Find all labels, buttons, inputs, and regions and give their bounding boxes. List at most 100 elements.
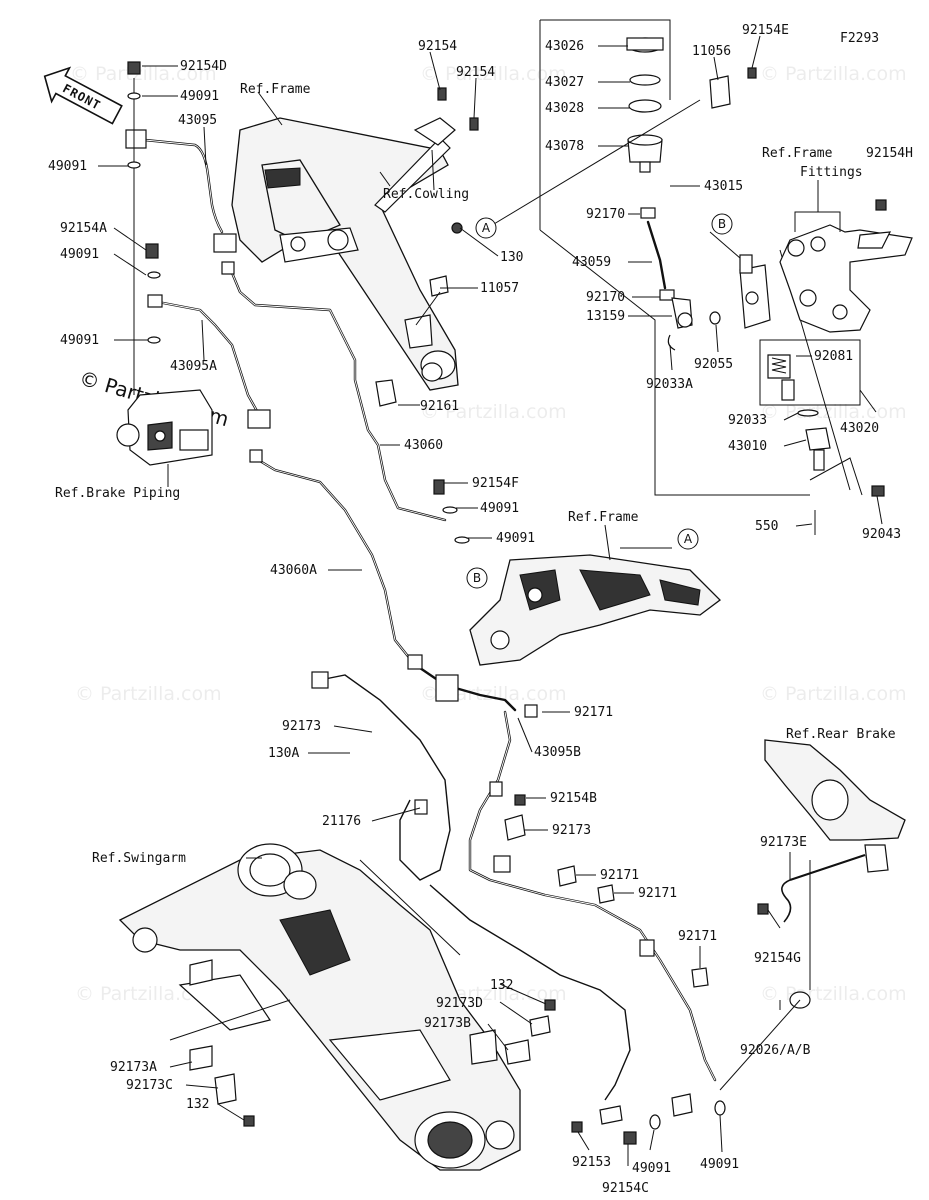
upper-bolts xyxy=(375,87,479,544)
part-label: 49091 xyxy=(632,1161,671,1176)
ref-frame-top: Ref.Frame xyxy=(240,82,311,97)
watermark: © Partzilla.com xyxy=(760,63,907,85)
part-label: 49091 xyxy=(60,247,99,262)
watermark: © Partzilla.com xyxy=(75,683,222,705)
part-label: 92154G xyxy=(754,951,801,966)
part-label: 92173C xyxy=(126,1078,173,1093)
callout-a-mid: A xyxy=(677,528,699,550)
part-label: 92154F xyxy=(472,476,519,491)
part-label: 92173D xyxy=(436,996,483,1011)
master-cylinder-group xyxy=(539,19,885,535)
part-label: 92173B xyxy=(424,1016,471,1031)
watermarks: © Partzilla.com © Partzilla.com © Partzi… xyxy=(70,63,907,1005)
watermark: © Partzilla.com xyxy=(70,63,217,85)
part-label: 92170 xyxy=(586,290,625,305)
part-label: 92154 xyxy=(456,65,495,80)
watermark: © Partzilla.com xyxy=(760,983,907,1005)
callout-b-top: B xyxy=(711,213,733,235)
part-label: 49091 xyxy=(48,159,87,174)
part-label: 92161 xyxy=(420,399,459,414)
part-label: 43026 xyxy=(545,39,584,54)
sensor-connector xyxy=(311,671,329,689)
part-label: 92154D xyxy=(180,59,227,74)
part-label: 43060A xyxy=(270,563,317,578)
svg-text:B: B xyxy=(473,571,481,585)
leader-lines xyxy=(98,35,883,1166)
part-label: 92026/A/B xyxy=(740,1043,811,1058)
rear-brake xyxy=(757,739,906,1009)
ref-frame-mid: Ref.Frame xyxy=(568,510,639,525)
frame-fittings xyxy=(779,180,913,333)
ref-frame-fittings-2: Fittings xyxy=(800,165,863,180)
part-label: 92170 xyxy=(586,207,625,222)
part-label: 43010 xyxy=(728,439,767,454)
part-label: 43059 xyxy=(572,255,611,270)
part-label: 92173E xyxy=(760,835,807,850)
part-label: 49091 xyxy=(480,501,519,516)
svg-text:A: A xyxy=(684,532,693,546)
part-label: 92154E xyxy=(742,23,789,38)
ref-swingarm: Ref.Swingarm xyxy=(92,851,186,866)
part-label: 49091 xyxy=(700,1157,739,1172)
part-label: 92173A xyxy=(110,1060,157,1075)
ref-brake-piping: Ref.Brake Piping xyxy=(55,486,180,501)
part-label: 92153 xyxy=(572,1155,611,1170)
lower-right-parts xyxy=(504,794,801,1145)
part-labels: 92154D 49091 43095 49091 92154A 49091 49… xyxy=(48,23,913,1196)
part-label: 43015 xyxy=(704,179,743,194)
ref-cowling: Ref.Cowling xyxy=(383,187,469,202)
part-label: 92154B xyxy=(550,791,597,806)
part-label: 550 xyxy=(755,519,778,534)
part-label: 43095B xyxy=(534,745,581,760)
watermark: © Partzilla.com xyxy=(760,683,907,705)
swingarm xyxy=(118,843,556,1171)
part-label: 130 xyxy=(500,250,523,265)
part-label: 92154 xyxy=(418,39,457,54)
callout-a-top: A xyxy=(475,217,497,239)
part-label: 49091 xyxy=(496,531,535,546)
part-label: 11056 xyxy=(692,44,731,59)
hose-fittings xyxy=(125,129,655,957)
part-label: 43078 xyxy=(545,139,584,154)
part-label: 92154C xyxy=(602,1181,649,1196)
part-label: 92081 xyxy=(814,349,853,364)
part-label: 43095A xyxy=(170,359,217,374)
front-arrow-icon: FRONT xyxy=(43,66,123,125)
callout-b-mid: B xyxy=(466,567,488,589)
part-label: 92171 xyxy=(574,705,613,720)
ref-rear-brake: Ref.Rear Brake xyxy=(786,727,896,742)
watermark: © Partzilla.com xyxy=(760,401,907,423)
part-label: 92043 xyxy=(862,527,901,542)
part-label: 43060 xyxy=(404,438,443,453)
part-label: 43028 xyxy=(545,101,584,116)
left-banjo-stack xyxy=(127,61,163,395)
part-label: 92171 xyxy=(678,929,717,944)
watermark: © Partzilla.com xyxy=(420,63,567,85)
part-label: 132 xyxy=(490,978,513,993)
part-label: 92154H xyxy=(866,146,913,161)
part-label: 92173 xyxy=(282,719,321,734)
part-label: 92033A xyxy=(646,377,693,392)
speed-sensor-wire xyxy=(319,674,631,1101)
svg-text:B: B xyxy=(718,217,726,231)
part-label: 92171 xyxy=(638,886,677,901)
part-label: 21176 xyxy=(322,814,361,829)
frame-mid xyxy=(469,554,721,666)
part-label: 92173 xyxy=(552,823,591,838)
part-label: 92033 xyxy=(728,413,767,428)
part-label: 43020 xyxy=(840,421,879,436)
part-label: 49091 xyxy=(180,89,219,104)
part-label: 92171 xyxy=(600,868,639,883)
watermark: © Partzilla.com xyxy=(420,401,567,423)
part-label: 11057 xyxy=(480,281,519,296)
part-label: 43095 xyxy=(178,113,217,128)
frame-upper xyxy=(231,117,459,391)
part-label: 49091 xyxy=(60,333,99,348)
part-label: 92154A xyxy=(60,221,107,236)
figure-id: F2293 xyxy=(840,31,879,46)
svg-text:A: A xyxy=(482,221,491,235)
part-label: 13159 xyxy=(586,309,625,324)
part-label: 43027 xyxy=(545,75,584,90)
part-label: 92055 xyxy=(694,357,733,372)
